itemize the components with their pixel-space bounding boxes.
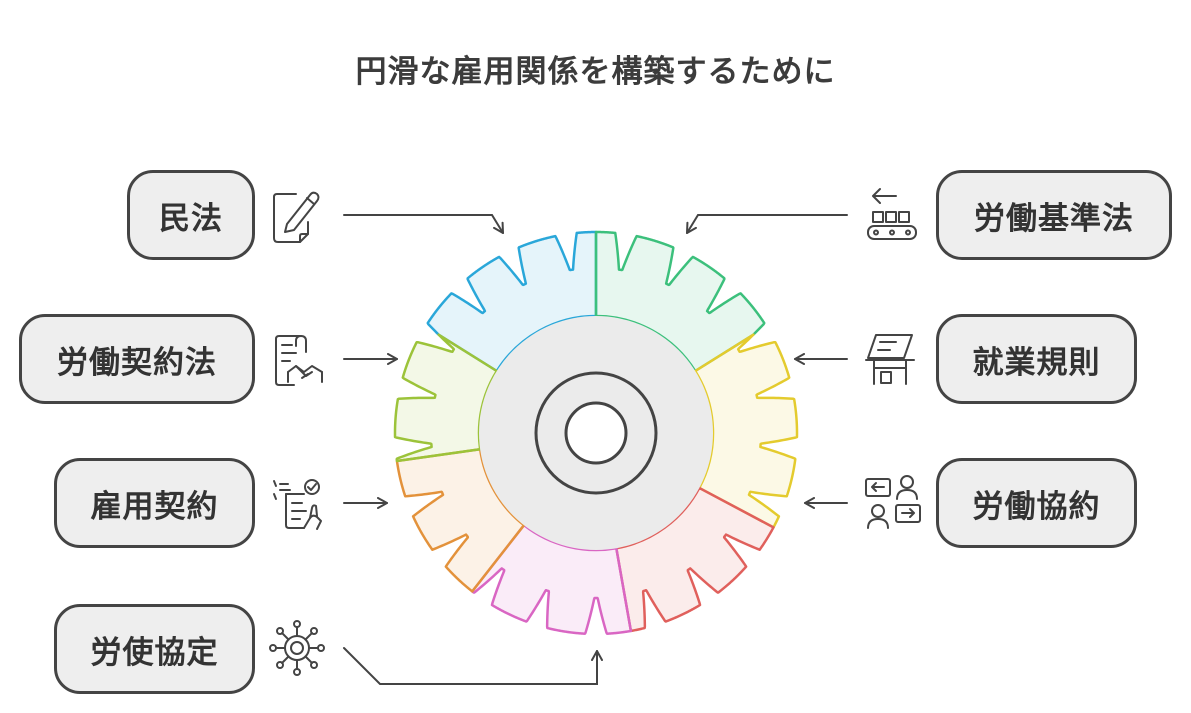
gear-segments xyxy=(393,230,799,635)
arrow-minpo xyxy=(343,214,504,234)
gear-segment-green xyxy=(594,230,766,373)
page-title: 円滑な雇用関係を構築するために xyxy=(355,54,836,90)
label-labor-management-agreement: 労使協定 xyxy=(54,604,255,694)
label-labor-standards-act: 労働基準法 xyxy=(936,170,1172,260)
drafting-table-icon xyxy=(865,334,915,385)
conveyor-belt-icon xyxy=(867,188,917,240)
gear-segment-yellow xyxy=(693,333,799,529)
gear-segment-orange xyxy=(395,448,526,593)
gear-segment-lime xyxy=(393,333,499,463)
arrow-labor-management-agreement xyxy=(343,647,603,685)
gear-segment-blue xyxy=(426,230,598,373)
gear-segment-red xyxy=(615,486,775,633)
label-work-rules: 就業規則 xyxy=(936,314,1137,404)
contract-handshake-icon xyxy=(275,335,323,386)
label-labor-contract-act: 労働契約法 xyxy=(19,314,255,404)
label-collective-agreement: 労働協約 xyxy=(936,458,1137,548)
people-exchange-icon xyxy=(865,475,921,529)
checklist-hand-icon xyxy=(273,479,322,530)
document-pen-icon xyxy=(273,191,320,243)
label-employment-contract: 雇用契約 xyxy=(54,458,255,548)
arrow-labor-standards-act xyxy=(686,214,848,234)
label-minpo: 民法 xyxy=(127,170,255,260)
network-node-icon xyxy=(269,620,325,676)
gear-axle-hole xyxy=(564,401,628,465)
gear-segment-pink xyxy=(471,523,633,635)
